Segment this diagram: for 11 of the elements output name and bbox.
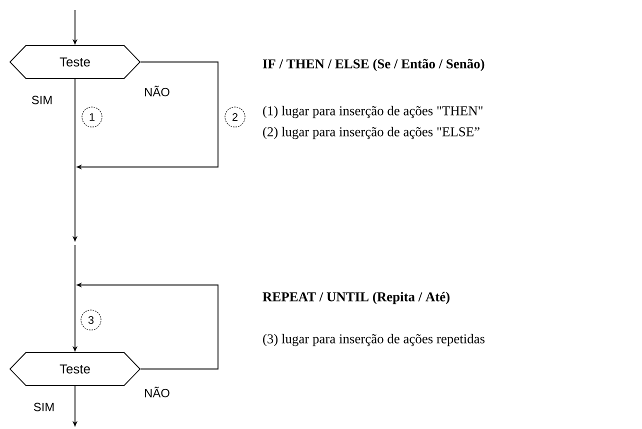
description-text: (1) lugar para inserção de ações "THEN" [263,106,482,118]
edge-label: SIM [32,402,56,412]
decision-hexagon: Teste [9,352,141,386]
heading: IF / THEN / ELSE (Se / Então / Senão) [262,58,484,72]
decision-hexagon: Teste [9,45,141,79]
heading: REPEAT / UNTIL (Repita / Até) [262,292,450,304]
edge-label: NÃO [143,386,171,398]
edge-label: NÃO [143,84,171,98]
description-text: (3) lugar para inserção de ações repetidas [263,334,485,346]
edge-label: SIM [30,94,54,106]
description-text: (2) lugar para inserção de ações "ELSE” [263,126,480,140]
